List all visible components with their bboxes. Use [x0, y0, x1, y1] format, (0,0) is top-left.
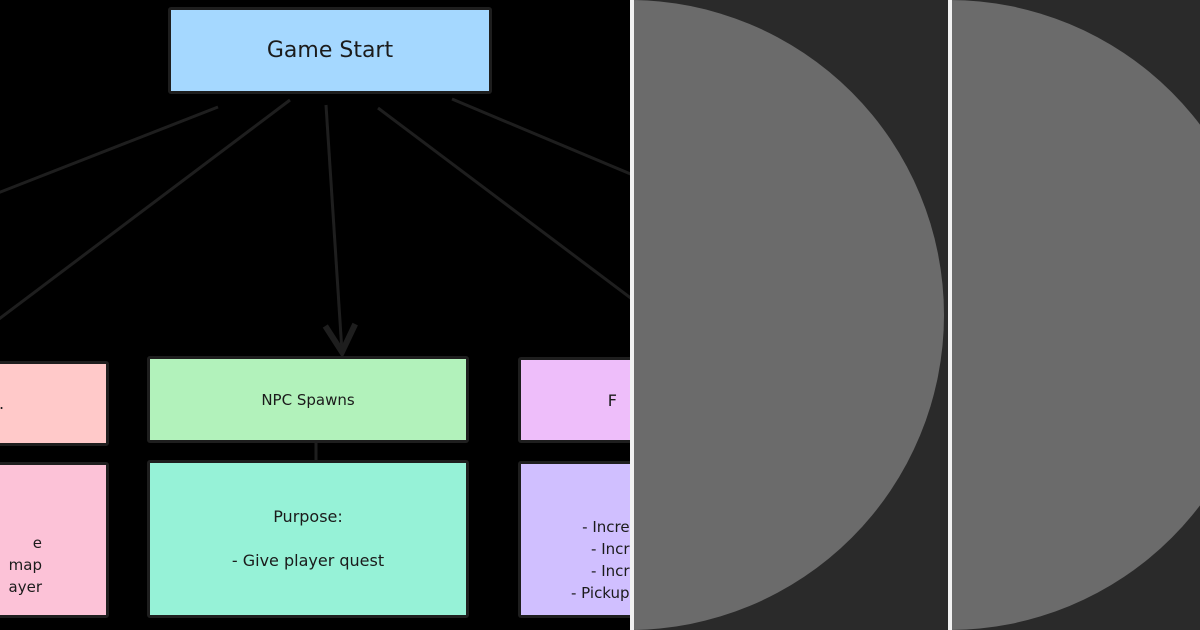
- panel-half-disc-right: [950, 0, 1200, 630]
- npc-spawns-node[interactable]: NPC Spawns: [147, 356, 469, 443]
- preview-panel-left: [630, 0, 950, 630]
- edge-start-to-left: [0, 98, 291, 321]
- preview-panel-right: [950, 0, 1200, 630]
- right-header-node[interactable]: F: [518, 357, 630, 443]
- panel-divider-right: [948, 0, 952, 630]
- left-detail-node[interactable]: e map ayer: [0, 462, 109, 618]
- edge-start-to-npc-spawns: [326, 104, 342, 352]
- right-detail-node[interactable]: - Incre - Incr - Incr - Pickup: [518, 461, 630, 618]
- edge-start-to-far-left: [0, 105, 219, 194]
- panel-half-disc-left: [630, 0, 944, 630]
- connector-layer: [0, 97, 630, 460]
- diagram-canvas: Game Start . NPC Spawns F e map ayer Pur…: [0, 7, 630, 618]
- panel-divider-left: [630, 0, 634, 630]
- game-start-node[interactable]: Game Start: [168, 7, 492, 94]
- edge-start-to-right: [377, 106, 630, 300]
- edge-start-to-far-right: [451, 97, 630, 176]
- npc-purpose-node[interactable]: Purpose: - Give player quest: [147, 460, 469, 618]
- left-header-node[interactable]: .: [0, 361, 109, 446]
